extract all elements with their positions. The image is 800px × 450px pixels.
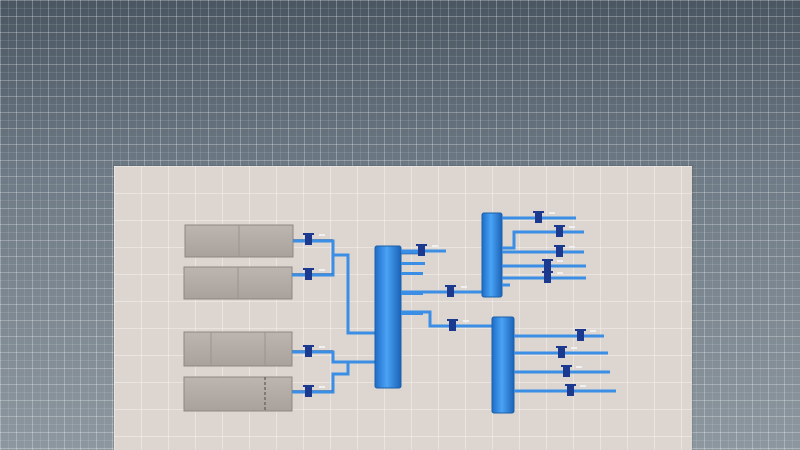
tank-4[interactable]	[183, 376, 293, 412]
valve-icon[interactable]	[533, 211, 555, 223]
main-manifold[interactable]	[374, 245, 425, 389]
valve-icon[interactable]	[447, 319, 469, 331]
valve-icon[interactable]	[561, 365, 582, 377]
pipe-tank-1	[293, 239, 388, 335]
valve-icon[interactable]	[303, 345, 325, 357]
pipe-tank-2	[292, 255, 335, 277]
tank-group	[183, 224, 294, 412]
valve-icon[interactable]	[554, 245, 575, 257]
valve-icon[interactable]	[565, 384, 586, 396]
valve-icon[interactable]	[542, 259, 563, 271]
valve-icon[interactable]	[556, 346, 577, 358]
valve-icon[interactable]	[303, 268, 325, 280]
tank-pipes	[292, 239, 388, 394]
pipe-tank-3	[292, 350, 388, 364]
valve-icon[interactable]	[542, 271, 563, 283]
lower-outlet-pipes	[514, 334, 616, 393]
valve-icon[interactable]	[303, 233, 325, 245]
valves	[303, 211, 596, 397]
pipe-main-to-lower	[401, 310, 493, 328]
lower-manifold[interactable]	[491, 316, 515, 414]
valve-icon[interactable]	[303, 385, 325, 397]
valve-icon[interactable]	[445, 285, 467, 297]
valve-icon[interactable]	[416, 244, 438, 256]
tank-3[interactable]	[183, 331, 293, 367]
valve-icon[interactable]	[554, 225, 575, 237]
upper-manifold[interactable]	[481, 212, 503, 298]
valve-icon[interactable]	[575, 329, 596, 341]
pipe-tank-4	[292, 362, 350, 394]
